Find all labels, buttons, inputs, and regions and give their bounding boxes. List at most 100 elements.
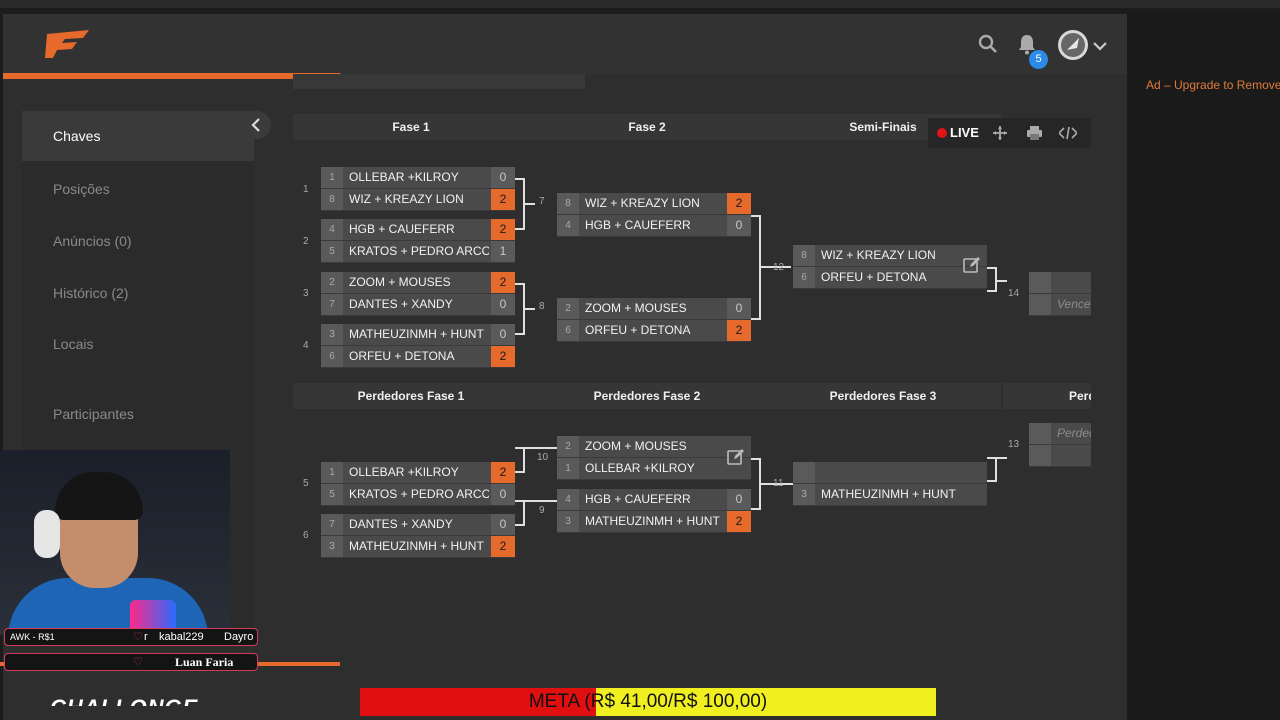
seed-badge xyxy=(1029,272,1051,293)
sidebar-item-anuncios[interactable]: Anúncios (0) xyxy=(53,233,132,249)
match-number: 2 xyxy=(303,236,309,247)
donor-ticker-row: ♡ Luan Faria xyxy=(4,653,258,671)
match-number: 13 xyxy=(1008,439,1020,450)
sidebar-item-locais[interactable]: Locais xyxy=(53,336,94,352)
match-slot[interactable] xyxy=(1029,445,1091,467)
app-header: 5 xyxy=(3,14,1127,74)
donor-ticker-mid: r xyxy=(144,631,148,643)
match-number: 5 xyxy=(303,478,309,489)
seed-badge: 8 xyxy=(321,189,343,210)
match-slot[interactable]: Perdedor xyxy=(1029,423,1091,445)
user-avatar[interactable] xyxy=(1058,30,1088,60)
search-icon[interactable] xyxy=(978,34,998,59)
bracket-connector xyxy=(525,308,535,310)
team-name: ZOOM + MOUSES xyxy=(349,275,451,289)
sidebar-item-participantes[interactable]: Participantes xyxy=(53,406,134,422)
header-accent-bar xyxy=(3,73,341,79)
score-box: 0 xyxy=(491,514,515,535)
match-slot[interactable]: Vencedor xyxy=(1029,294,1091,316)
bracket-connector xyxy=(515,500,525,526)
score-box: 2 xyxy=(727,320,751,341)
heart-icon: ♡ xyxy=(133,656,143,668)
match-number: 9 xyxy=(539,505,545,516)
browser-strip xyxy=(0,0,1280,8)
move-icon[interactable] xyxy=(993,126,1007,145)
challonge-logo-icon[interactable] xyxy=(43,28,91,65)
score-box xyxy=(963,462,987,483)
match-slot[interactable] xyxy=(1029,272,1091,294)
team-name: WIZ + KREAZY LION xyxy=(585,196,700,210)
seed-badge: 5 xyxy=(321,484,343,505)
bracket-connector xyxy=(997,280,1007,282)
match-13[interactable]: Perdedor xyxy=(1029,423,1091,467)
donor-name: Luan Faria xyxy=(175,655,234,669)
edit-icon[interactable] xyxy=(963,256,981,279)
match-number: 8 xyxy=(539,301,545,312)
sidebar-item-historico[interactable]: Histórico (2) xyxy=(53,285,129,301)
bracket-connector xyxy=(751,458,761,510)
embed-code-icon[interactable] xyxy=(1057,126,1079,145)
seed-badge: 7 xyxy=(321,514,343,535)
donor-name: kabal229 xyxy=(159,631,204,643)
bracket-connector xyxy=(987,457,997,482)
seed-badge: 7 xyxy=(321,294,343,315)
seed-badge: 2 xyxy=(321,272,343,293)
print-icon[interactable] xyxy=(1027,126,1042,145)
score-box: 2 xyxy=(491,462,515,483)
score-box xyxy=(963,484,987,505)
bell-icon[interactable] xyxy=(1017,33,1037,60)
footer-brand: CHALLONGE xyxy=(50,698,198,706)
score-box: 0 xyxy=(727,489,751,510)
team-name: MATHEUZINMH + HUNT xyxy=(349,327,484,341)
match-slot[interactable] xyxy=(793,462,987,484)
headset-icon xyxy=(34,510,60,558)
sidebar-collapse-button[interactable] xyxy=(243,111,271,139)
live-label[interactable]: LIVE xyxy=(950,125,979,140)
edit-icon[interactable] xyxy=(727,448,745,471)
seed-badge: 6 xyxy=(557,320,579,341)
score-box: 1 xyxy=(491,241,515,262)
chevron-down-icon[interactable] xyxy=(1093,38,1107,56)
match-14-final[interactable]: Vencedor xyxy=(1029,272,1091,316)
sidebar-item-posicoes[interactable]: Posições xyxy=(53,181,110,197)
sidebar-item-chaves[interactable]: Chaves xyxy=(22,111,254,161)
round-header-perdedores-fase2: Perdedores Fase 2 xyxy=(529,383,765,409)
ad-upgrade-link[interactable]: Ad – Upgrade to Remove xyxy=(1146,78,1280,92)
webcam-figure xyxy=(55,472,143,520)
